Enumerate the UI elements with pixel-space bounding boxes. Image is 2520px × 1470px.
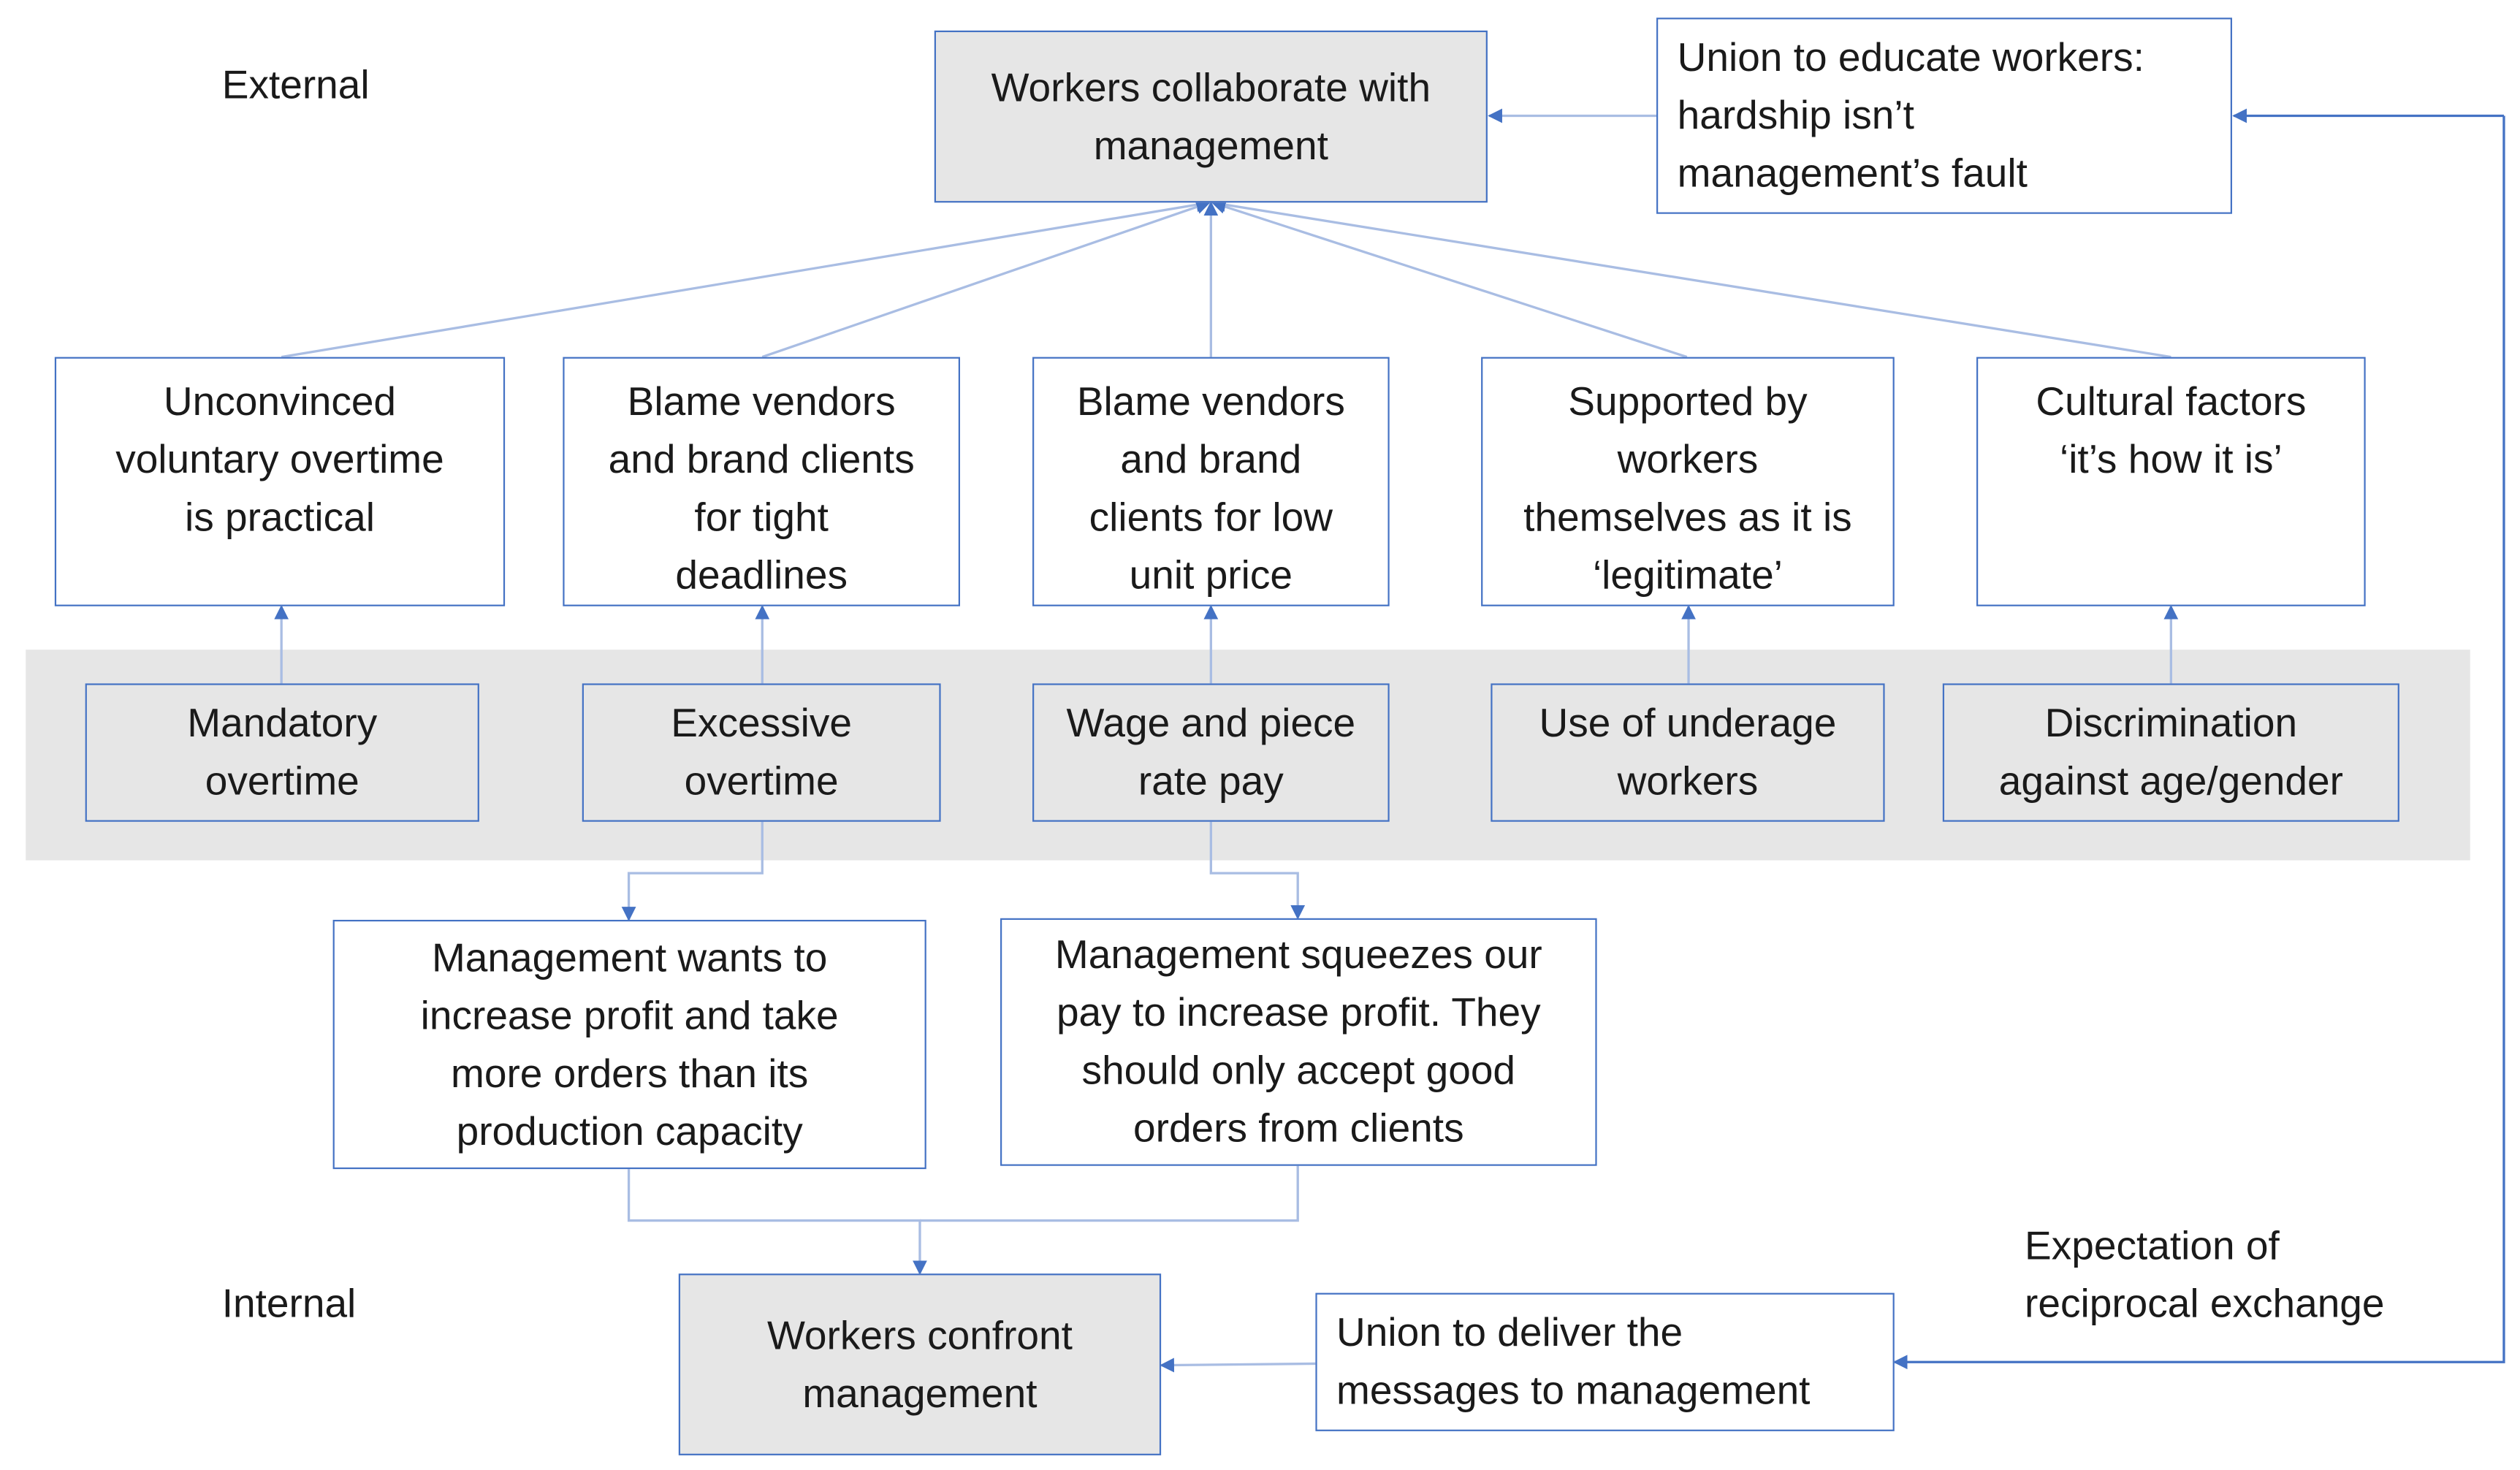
perception-text: Blame vendors and brand clients for tigh… [608,379,915,598]
union-deliver-box: Union to deliver the messages to managem… [1315,1292,1895,1431]
arrow-p5-to-collaborate [1211,197,2171,359]
collaborate-box: Workers collaborate with management [934,30,1488,203]
internal-label: Internal [221,1282,357,1327]
grievance-box-2: Management squeezes our pay to increase … [1000,918,1597,1166]
grievance-box-1: Management wants to increase profit and … [332,919,926,1170]
union-educate-box: Union to educate workers: hardship isn’t… [1656,18,2232,214]
external-label: External [221,62,370,108]
issue-box-3: Wage and piece rate pay [1032,683,1390,822]
arrow-p4-to-collaborate [1211,199,1688,359]
arrow-loop-to-deliver [1892,115,2505,1370]
issue-box-2: Excessive overtime [582,683,941,822]
issue-text: Wage and piece rate pay [1066,701,1356,804]
issue-text: Use of underage workers [1539,701,1837,804]
arrow-excessive-to-grievance [621,821,764,921]
arrow-grievance1-to-confront [627,1169,927,1276]
issue-text: Mandatory overtime [187,701,378,804]
arrow-p1-to-collaborate [281,197,1211,359]
perception-text: Unconvinced voluntary overtime is practi… [115,379,444,541]
union-deliver-text: Union to deliver the messages to managem… [1336,1310,1811,1414]
arrow-wage-to-grievance [1209,821,1306,920]
issue-text: Excessive overtime [671,701,853,804]
collaborate-text: Workers collaborate with management [991,65,1431,169]
perception-text: Blame vendors and brand clients for low … [1076,379,1345,598]
arrow-p2-to-collaborate [761,199,1211,359]
perception-text: Supported by workers themselves as it is… [1523,379,1852,598]
confront-box: Workers confront management [678,1273,1162,1455]
perception-box-3: Blame vendors and brand clients for low … [1032,357,1390,606]
grievance-text: Management wants to increase profit and … [420,934,839,1154]
perception-box-4: Supported by workers themselves as it is… [1481,357,1895,606]
issue-box-5: Discrimination against age/gender [1942,683,2399,822]
perception-box-5: Cultural factors ‘it’s how it is’ [1976,357,2366,606]
arrow-grievance2-to-confront [919,1165,1299,1222]
issue-box-4: Use of underage workers [1491,683,1885,822]
arrow-deliver-to-confront [1160,1357,1316,1373]
grievance-text: Management squeezes our pay to increase … [1054,932,1542,1151]
issue-text: Discrimination against age/gender [1998,701,2343,804]
perception-box-2: Blame vendors and brand clients for tigh… [563,357,960,606]
expectation-label: Expectation of reciprocal exchange [2025,1223,2385,1327]
confront-text: Workers confront management [766,1313,1073,1416]
issue-box-1: Mandatory overtime [85,683,479,822]
perception-text: Cultural factors ‘it’s how it is’ [2036,379,2307,483]
perception-box-1: Unconvinced voluntary overtime is practi… [54,357,506,606]
union-educate-text: Union to educate workers: hardship isn’t… [1677,35,2144,197]
